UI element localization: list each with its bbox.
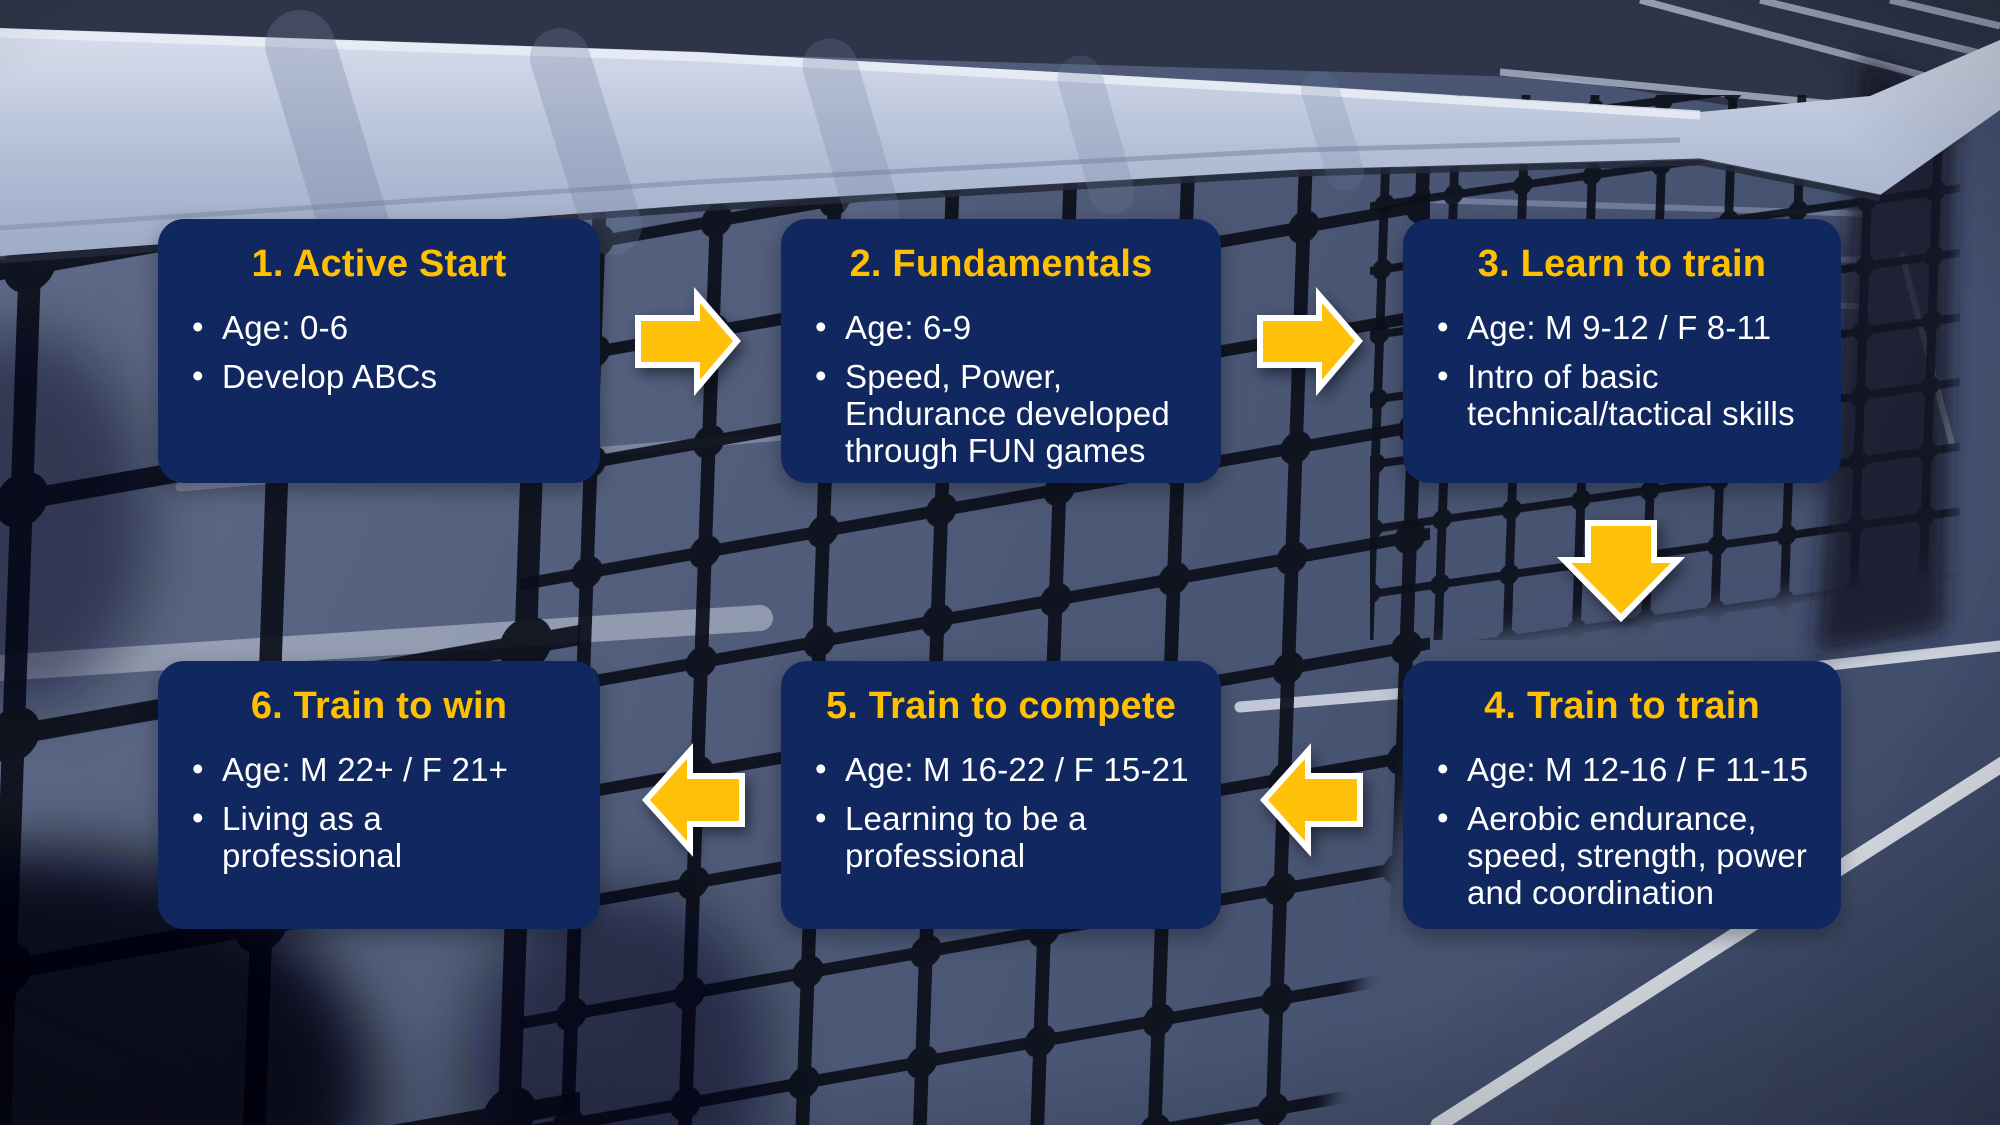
stage-box-1: 1. Active Start Age: 0-6 Develop ABCs [158,219,600,483]
stage-bullet-list: Age: M 12-16 / F 11-15 Aerobic endurance… [1431,751,1813,912]
stage-bullet: Aerobic endurance, speed, strength, powe… [1437,800,1813,912]
stage-box-4: 4. Train to train Age: M 12-16 / F 11-15… [1403,661,1841,929]
stage-title: 3. Learn to train [1477,243,1767,285]
stage-box-3: 3. Learn to train Age: M 9-12 / F 8-11 I… [1403,219,1841,483]
stage-title: 1. Active Start [251,243,507,285]
stage-bullet-list: Age: 6-9 Speed, Power, Endurance develop… [809,309,1193,470]
stage-bullet-list: Age: M 22+ / F 21+ Living as a professio… [186,751,570,875]
stage-bullet: Age: M 12-16 / F 11-15 [1437,751,1813,789]
stage-bullet: Develop ABCs [192,358,570,396]
stage-bullet-list: Age: M 16-22 / F 15-21 Learning to be a … [809,751,1193,875]
stage-bullet: Age: M 22+ / F 21+ [192,751,570,789]
stage-box-5: 5. Train to compete Age: M 16-22 / F 15-… [781,661,1221,929]
stage-title: 5. Train to compete [825,685,1177,727]
stage-title: 2. Fundamentals [849,243,1153,285]
stage-bullet: Age: 0-6 [192,309,570,347]
stage-title: 6. Train to win [250,685,508,727]
stage-bullet-list: Age: M 9-12 / F 8-11 Intro of basic tech… [1431,309,1813,433]
stage-bullet: Age: 6-9 [815,309,1193,347]
stage-bullet: Age: M 9-12 / F 8-11 [1437,309,1813,347]
stage-bullet: Speed, Power, Endurance developed throug… [815,358,1193,470]
stage-box-6: 6. Train to win Age: M 22+ / F 21+ Livin… [158,661,600,929]
stage-bullet: Living as a professional [192,800,570,875]
stage-bullet: Intro of basic technical/tactical skills [1437,358,1813,433]
stage-bullet-list: Age: 0-6 Develop ABCs [186,309,570,396]
stage-bullet: Learning to be a professional [815,800,1193,875]
stage-bullet: Age: M 16-22 / F 15-21 [815,751,1193,789]
stage-box-2: 2. Fundamentals Age: 6-9 Speed, Power, E… [781,219,1221,483]
stage-title: 4. Train to train [1484,685,1760,727]
